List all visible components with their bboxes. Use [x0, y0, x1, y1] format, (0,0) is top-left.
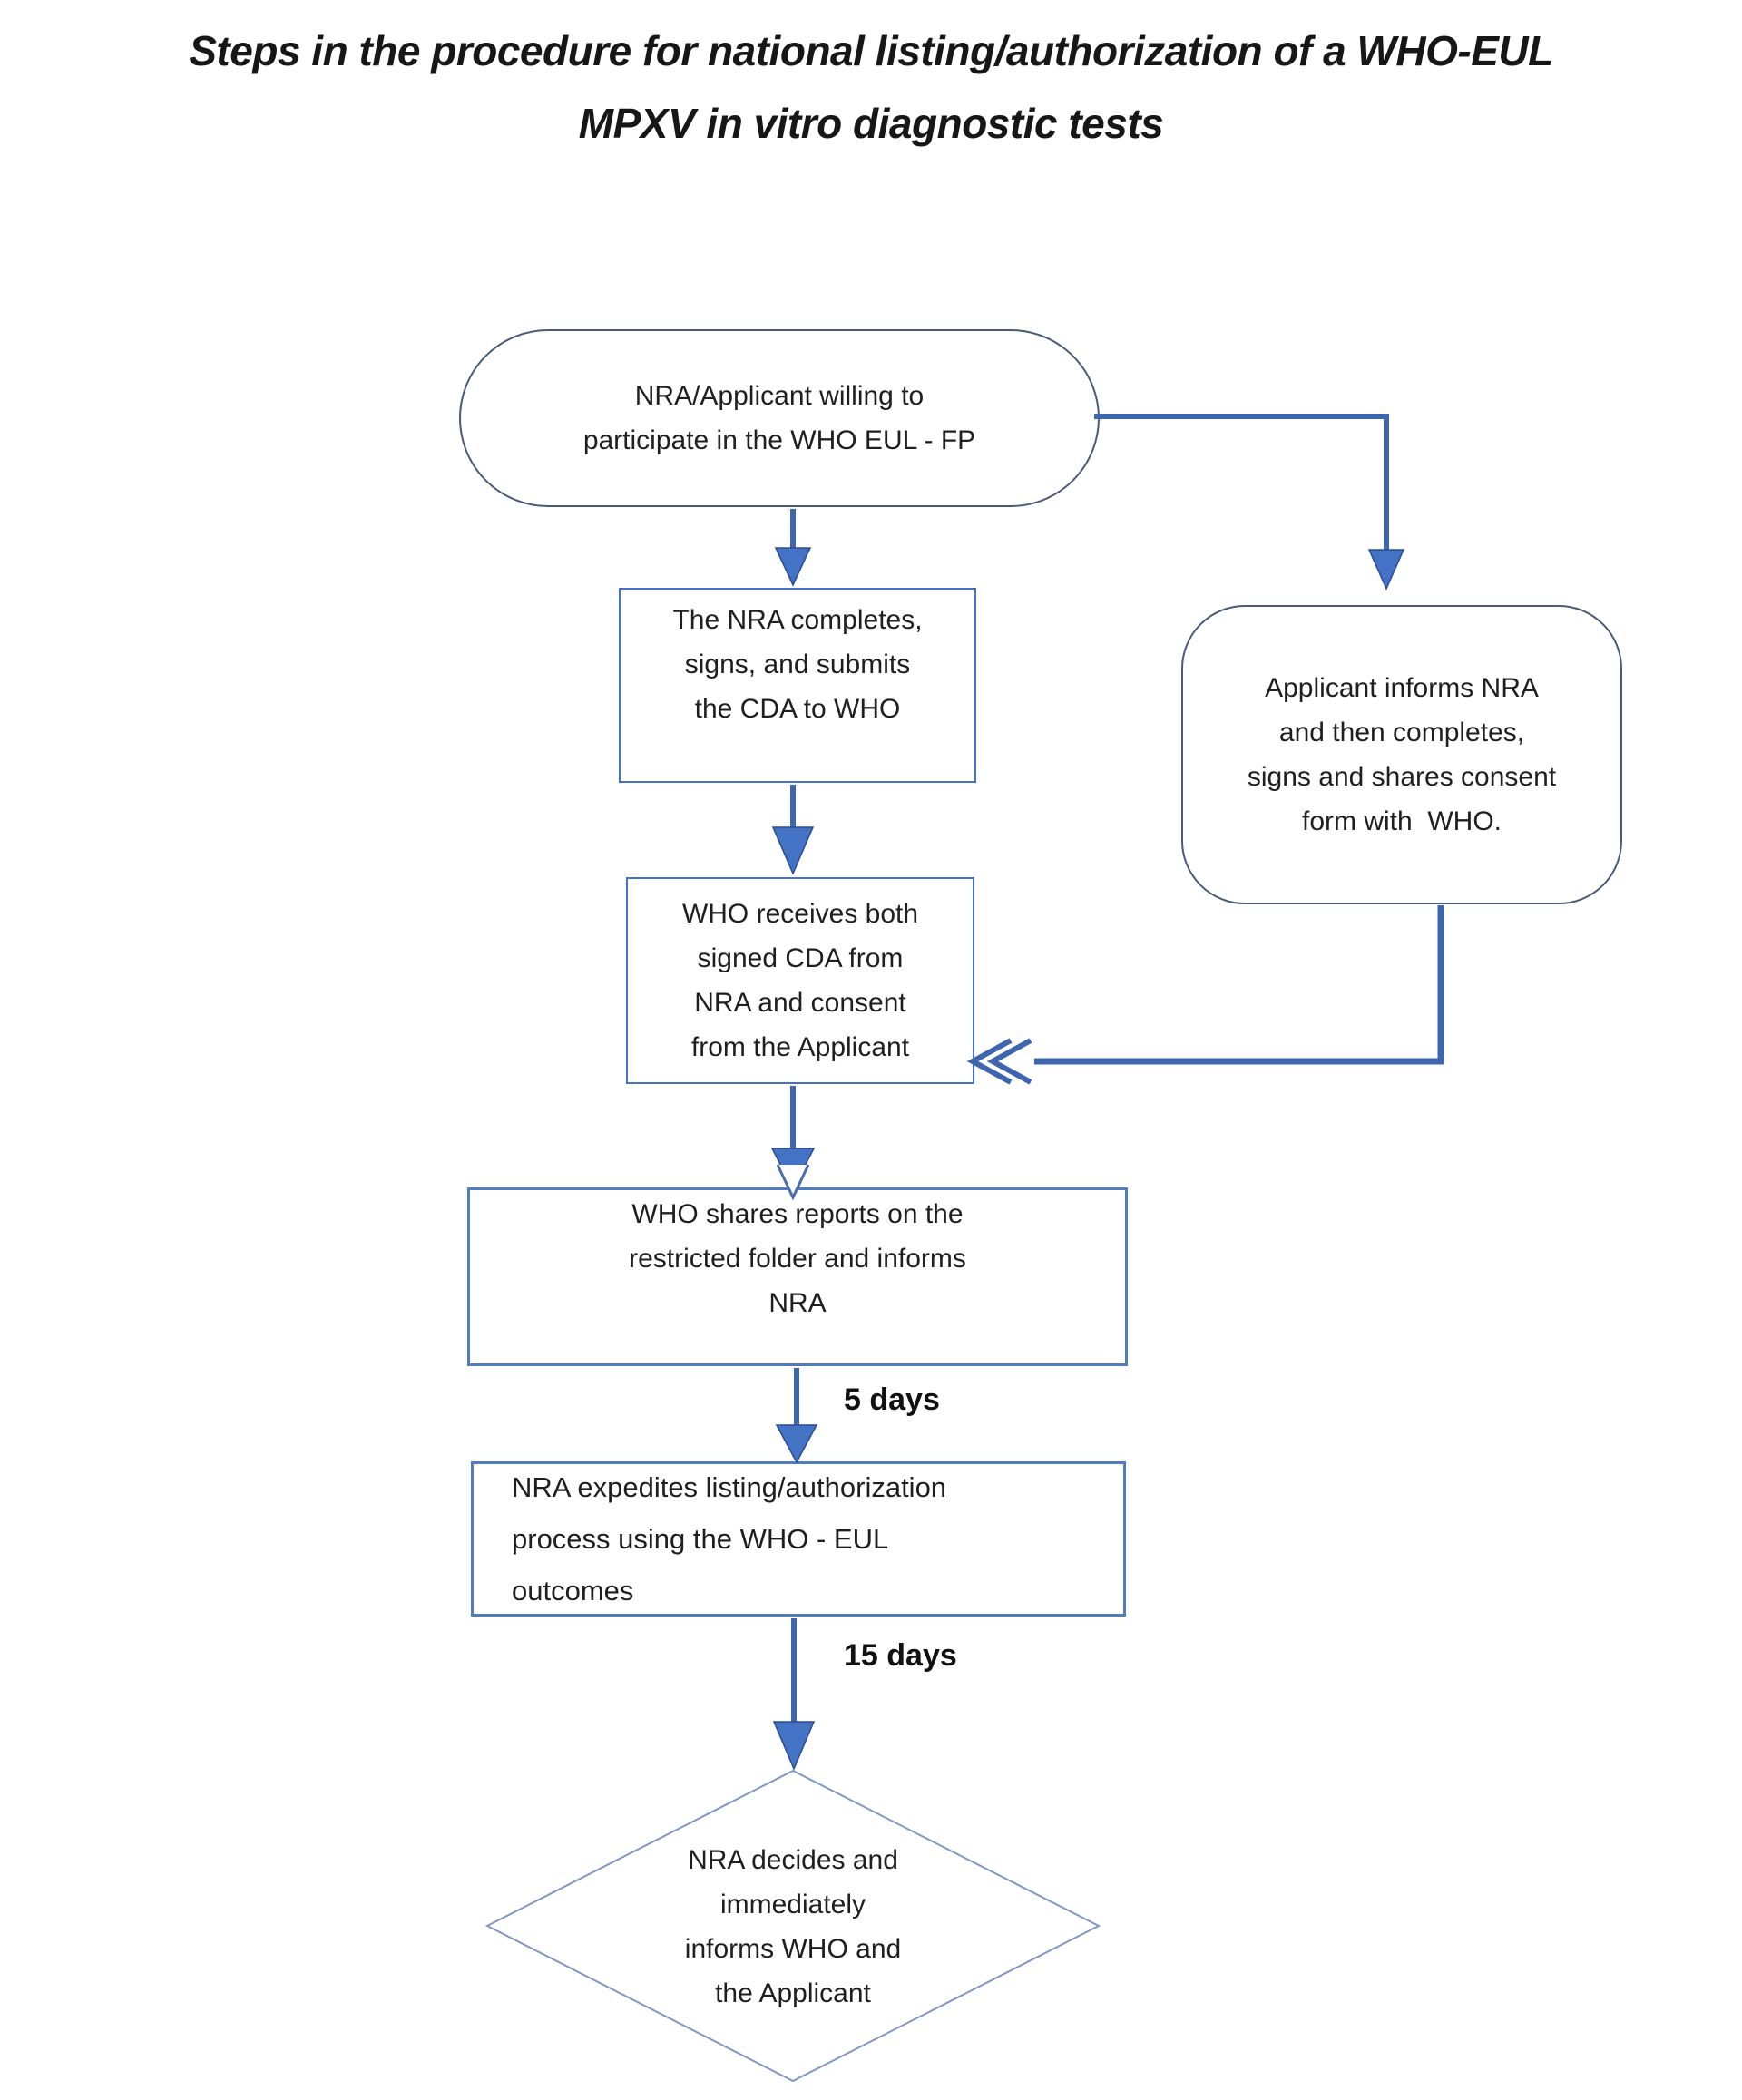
node-applicant-consent: Applicant informs NRA and then completes… [1181, 605, 1622, 904]
connector-shaft [1034, 905, 1444, 1065]
connector-nra-cda-to-who-receives [771, 785, 815, 875]
connector-shaft [1094, 414, 1389, 553]
chevron-left-icon [986, 1038, 1032, 1085]
connector-applicant-consent-to-who-receives [966, 905, 1444, 1085]
node-nra-completes-cda: The NRA completes, signs, and submits th… [619, 588, 976, 783]
arrow-down-icon [770, 1148, 816, 1191]
connector-start-to-nra-cda [774, 509, 812, 587]
node-start-text: NRA/Applicant willing to participate in … [582, 381, 976, 455]
edge-label-5-days: 5 days [844, 1382, 940, 1417]
node-who-receives-text: WHO receives both signed CDA from NRA an… [681, 899, 919, 1062]
connector-who-shares-to-nra-expedites [775, 1368, 818, 1464]
node-nra-decides-text: NRA decides and immediately informs WHO … [684, 1845, 902, 2008]
arrow-down-icon [774, 547, 812, 587]
arrow-down-icon [772, 1721, 816, 1771]
node-applicant-consent-text: Applicant informs NRA and then completes… [1247, 673, 1557, 836]
arrow-down-icon [771, 826, 815, 875]
arrow-down-icon [1367, 549, 1405, 591]
node-who-shares-text: WHO shares reports on the restricted fol… [629, 1199, 966, 1318]
node-start-terminator: NRA/Applicant willing to participate in … [459, 329, 1100, 507]
diagram-title: Steps in the procedure for national list… [189, 27, 1553, 147]
edge-label-15-days: 15 days [844, 1638, 957, 1673]
node-nra-expedites-text: NRA expedites listing/authorization proc… [512, 1471, 947, 1607]
connector-start-to-applicant-consent [1094, 414, 1405, 591]
connector-nra-expedites-to-nra-decides [772, 1618, 816, 1771]
node-who-shares: WHO shares reports on the restricted fol… [467, 1187, 1128, 1366]
node-who-receives: WHO receives both signed CDA from NRA an… [626, 877, 974, 1084]
chevron-left-icon [966, 1038, 1013, 1085]
connector-who-receives-to-who-shares [770, 1086, 816, 1201]
node-nra-completes-cda-text: The NRA completes, signs, and submits th… [672, 605, 923, 724]
arrow-down-icon [775, 1424, 818, 1464]
node-nra-expedites: NRA expedites listing/authorization proc… [471, 1461, 1126, 1617]
